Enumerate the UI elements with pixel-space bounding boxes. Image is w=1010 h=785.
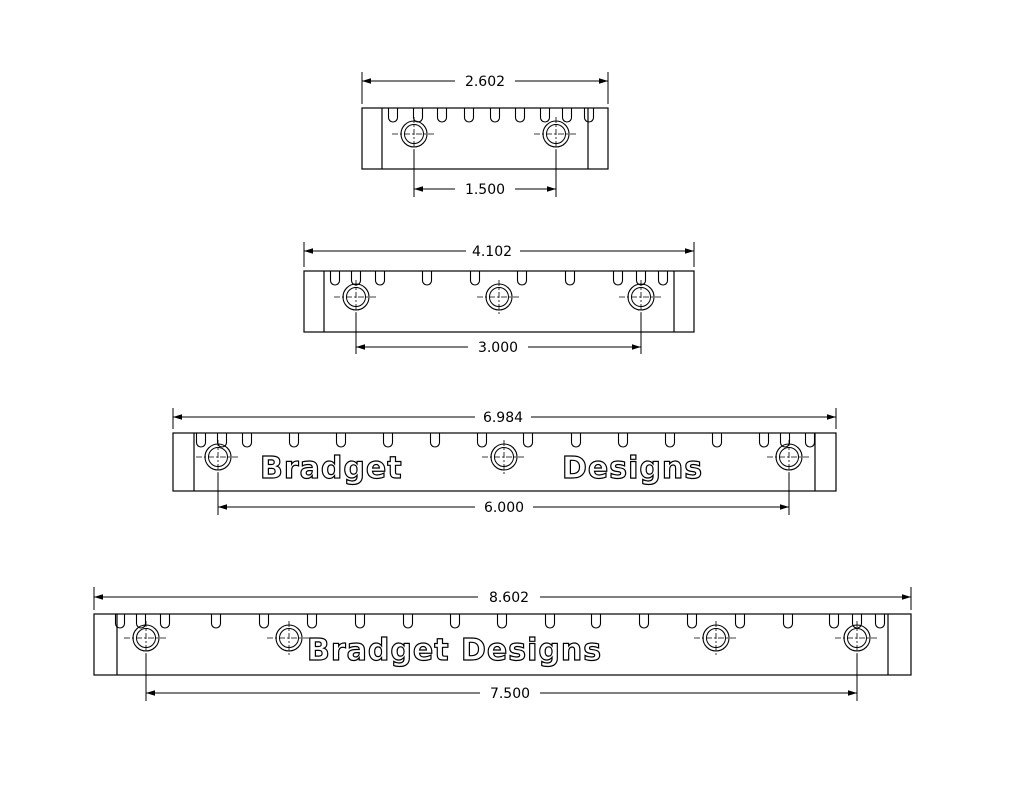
part-3-overall-dimension: 6.984	[172, 408, 837, 429]
slot	[711, 433, 723, 448]
part-1-overall-dimension: 2.602	[361, 72, 609, 104]
slot	[463, 108, 475, 123]
slot	[804, 433, 816, 448]
part-4: Bradget Designs 8.602 7.500	[93, 587, 912, 702]
slot	[779, 433, 791, 448]
slot	[496, 614, 508, 629]
slot	[612, 271, 624, 286]
slot	[288, 433, 300, 448]
slot	[617, 433, 629, 448]
slot	[522, 433, 534, 448]
slot	[570, 433, 582, 448]
part-1-hole-dimension: 1.500	[413, 150, 557, 198]
slot	[561, 108, 573, 123]
bolt-hole	[196, 440, 240, 474]
slot	[758, 433, 770, 448]
slot	[114, 614, 126, 629]
part-2-hole-dimension: 3.000	[355, 313, 642, 356]
part-3-holes-label: 6.000	[484, 500, 524, 516]
slot	[387, 108, 399, 123]
slot	[469, 271, 481, 286]
part-3-engraving-left: Bradget	[260, 451, 403, 486]
slot	[539, 108, 551, 123]
slot	[159, 614, 171, 629]
part-3: Bradget Designs 6.984 6.000	[172, 408, 837, 516]
part-2-body	[303, 270, 695, 333]
bolt-hole	[619, 280, 663, 314]
part-4-holes	[124, 621, 879, 655]
slot	[514, 108, 526, 123]
slot	[686, 614, 698, 629]
slot	[216, 433, 228, 448]
part-1-body	[361, 107, 609, 170]
part-4-overall-dimension: 8.602	[93, 587, 912, 610]
part-3-overall-label: 6.984	[483, 410, 523, 426]
slot	[489, 108, 501, 123]
bolt-hole	[835, 621, 879, 655]
bolt-hole	[392, 117, 436, 151]
bolt-hole	[334, 280, 378, 314]
slot	[429, 433, 441, 448]
slot	[195, 433, 207, 448]
slot	[657, 271, 669, 286]
slot	[210, 614, 222, 629]
slot	[734, 614, 746, 629]
bolt-hole	[767, 440, 811, 474]
slot	[335, 433, 347, 448]
part-4-overall-label: 8.602	[489, 590, 529, 606]
part-4-engraving: Bradget Designs	[307, 633, 602, 668]
slot	[258, 614, 270, 629]
bolt-hole	[477, 280, 521, 314]
part-4-hole-dimension: 7.500	[145, 654, 858, 702]
slot	[590, 614, 602, 629]
slot	[382, 433, 394, 448]
slot	[402, 614, 414, 629]
bolt-hole	[534, 117, 578, 151]
part-3-hole-dimension: 6.000	[217, 473, 790, 516]
part-2-overall-dimension: 4.102	[303, 242, 695, 267]
slot	[354, 614, 366, 629]
slot	[329, 271, 341, 286]
slot	[638, 614, 650, 629]
slot	[421, 271, 433, 286]
bolt-hole	[267, 621, 311, 655]
slot	[516, 271, 528, 286]
slot	[412, 108, 424, 123]
bolt-hole	[482, 440, 526, 474]
part-2-holes	[334, 280, 663, 314]
part-2-overall-label: 4.102	[472, 244, 512, 260]
part-4-slots	[114, 614, 886, 629]
part-2: 4.102 3.000	[303, 242, 695, 356]
part-1-slots	[387, 108, 595, 123]
slot	[828, 614, 840, 629]
bolt-hole	[694, 621, 738, 655]
part-1: 2.602 1.500	[361, 72, 609, 198]
slot	[135, 614, 147, 629]
slot	[241, 433, 253, 448]
slot	[436, 108, 448, 123]
slot	[476, 433, 488, 448]
part-1-holes	[392, 117, 578, 151]
slot	[583, 108, 595, 123]
part-1-overall-label: 2.602	[465, 74, 505, 90]
slot	[544, 614, 556, 629]
part-4-holes-label: 7.500	[490, 686, 530, 702]
slot	[449, 614, 461, 629]
part-3-slots	[195, 433, 816, 448]
part-4-body	[93, 613, 912, 676]
bolt-hole	[124, 621, 168, 655]
part-3-holes	[196, 440, 811, 474]
slot	[782, 614, 794, 629]
slot	[874, 614, 886, 629]
slot	[306, 614, 318, 629]
slot	[564, 271, 576, 286]
slot	[664, 433, 676, 448]
part-1-holes-label-text: 1.500	[465, 182, 505, 198]
part-2-holes-label: 3.000	[478, 340, 518, 356]
slot	[374, 271, 386, 286]
part-3-engraving-right: Designs	[562, 451, 703, 486]
